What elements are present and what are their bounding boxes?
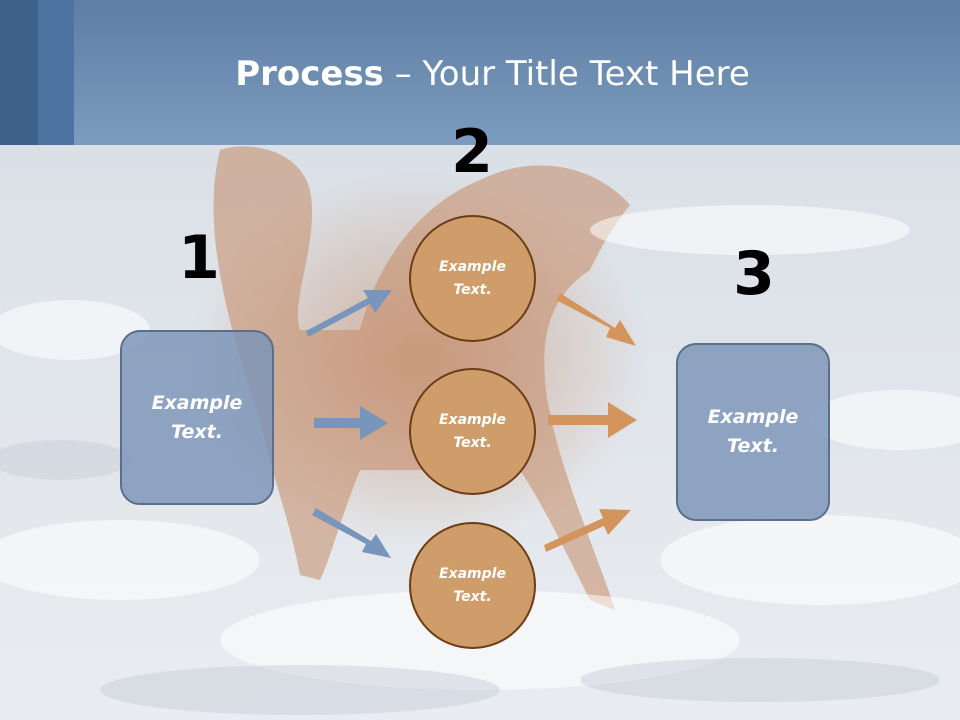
step-circle-bottom: Example Text. [409, 522, 536, 649]
circle-label: Example Text. [439, 258, 506, 298]
step-circle-middle: Example Text. [409, 368, 536, 495]
right-step-box: Example Text. [676, 343, 830, 521]
header-stripe [0, 0, 38, 145]
circle-label: Example Text. [439, 411, 506, 451]
header-band [0, 0, 960, 145]
left-box-label: Example Text. [151, 391, 243, 443]
step-number-3: 3 [733, 239, 775, 309]
blue-arrow-down [312, 508, 391, 558]
step-number-2: 2 [451, 117, 493, 187]
header-stripe [38, 0, 74, 145]
slide-title: Process – Your Title Text Here [0, 52, 960, 96]
orange-arrow-down [556, 293, 636, 346]
left-step-box: Example Text. [120, 330, 274, 505]
step-number-1: 1 [178, 223, 220, 293]
circle-label: Example Text. [439, 565, 506, 605]
orange-arrow-up [544, 509, 631, 552]
title-rest: – Your Title Text Here [383, 54, 750, 94]
right-box-label: Example Text. [707, 406, 799, 457]
blue-arrow-right [314, 406, 388, 440]
blue-arrow-up [306, 290, 392, 337]
step-circle-top: Example Text. [409, 215, 536, 342]
title-bold: Process [235, 54, 384, 94]
orange-arrow-right [548, 402, 637, 438]
